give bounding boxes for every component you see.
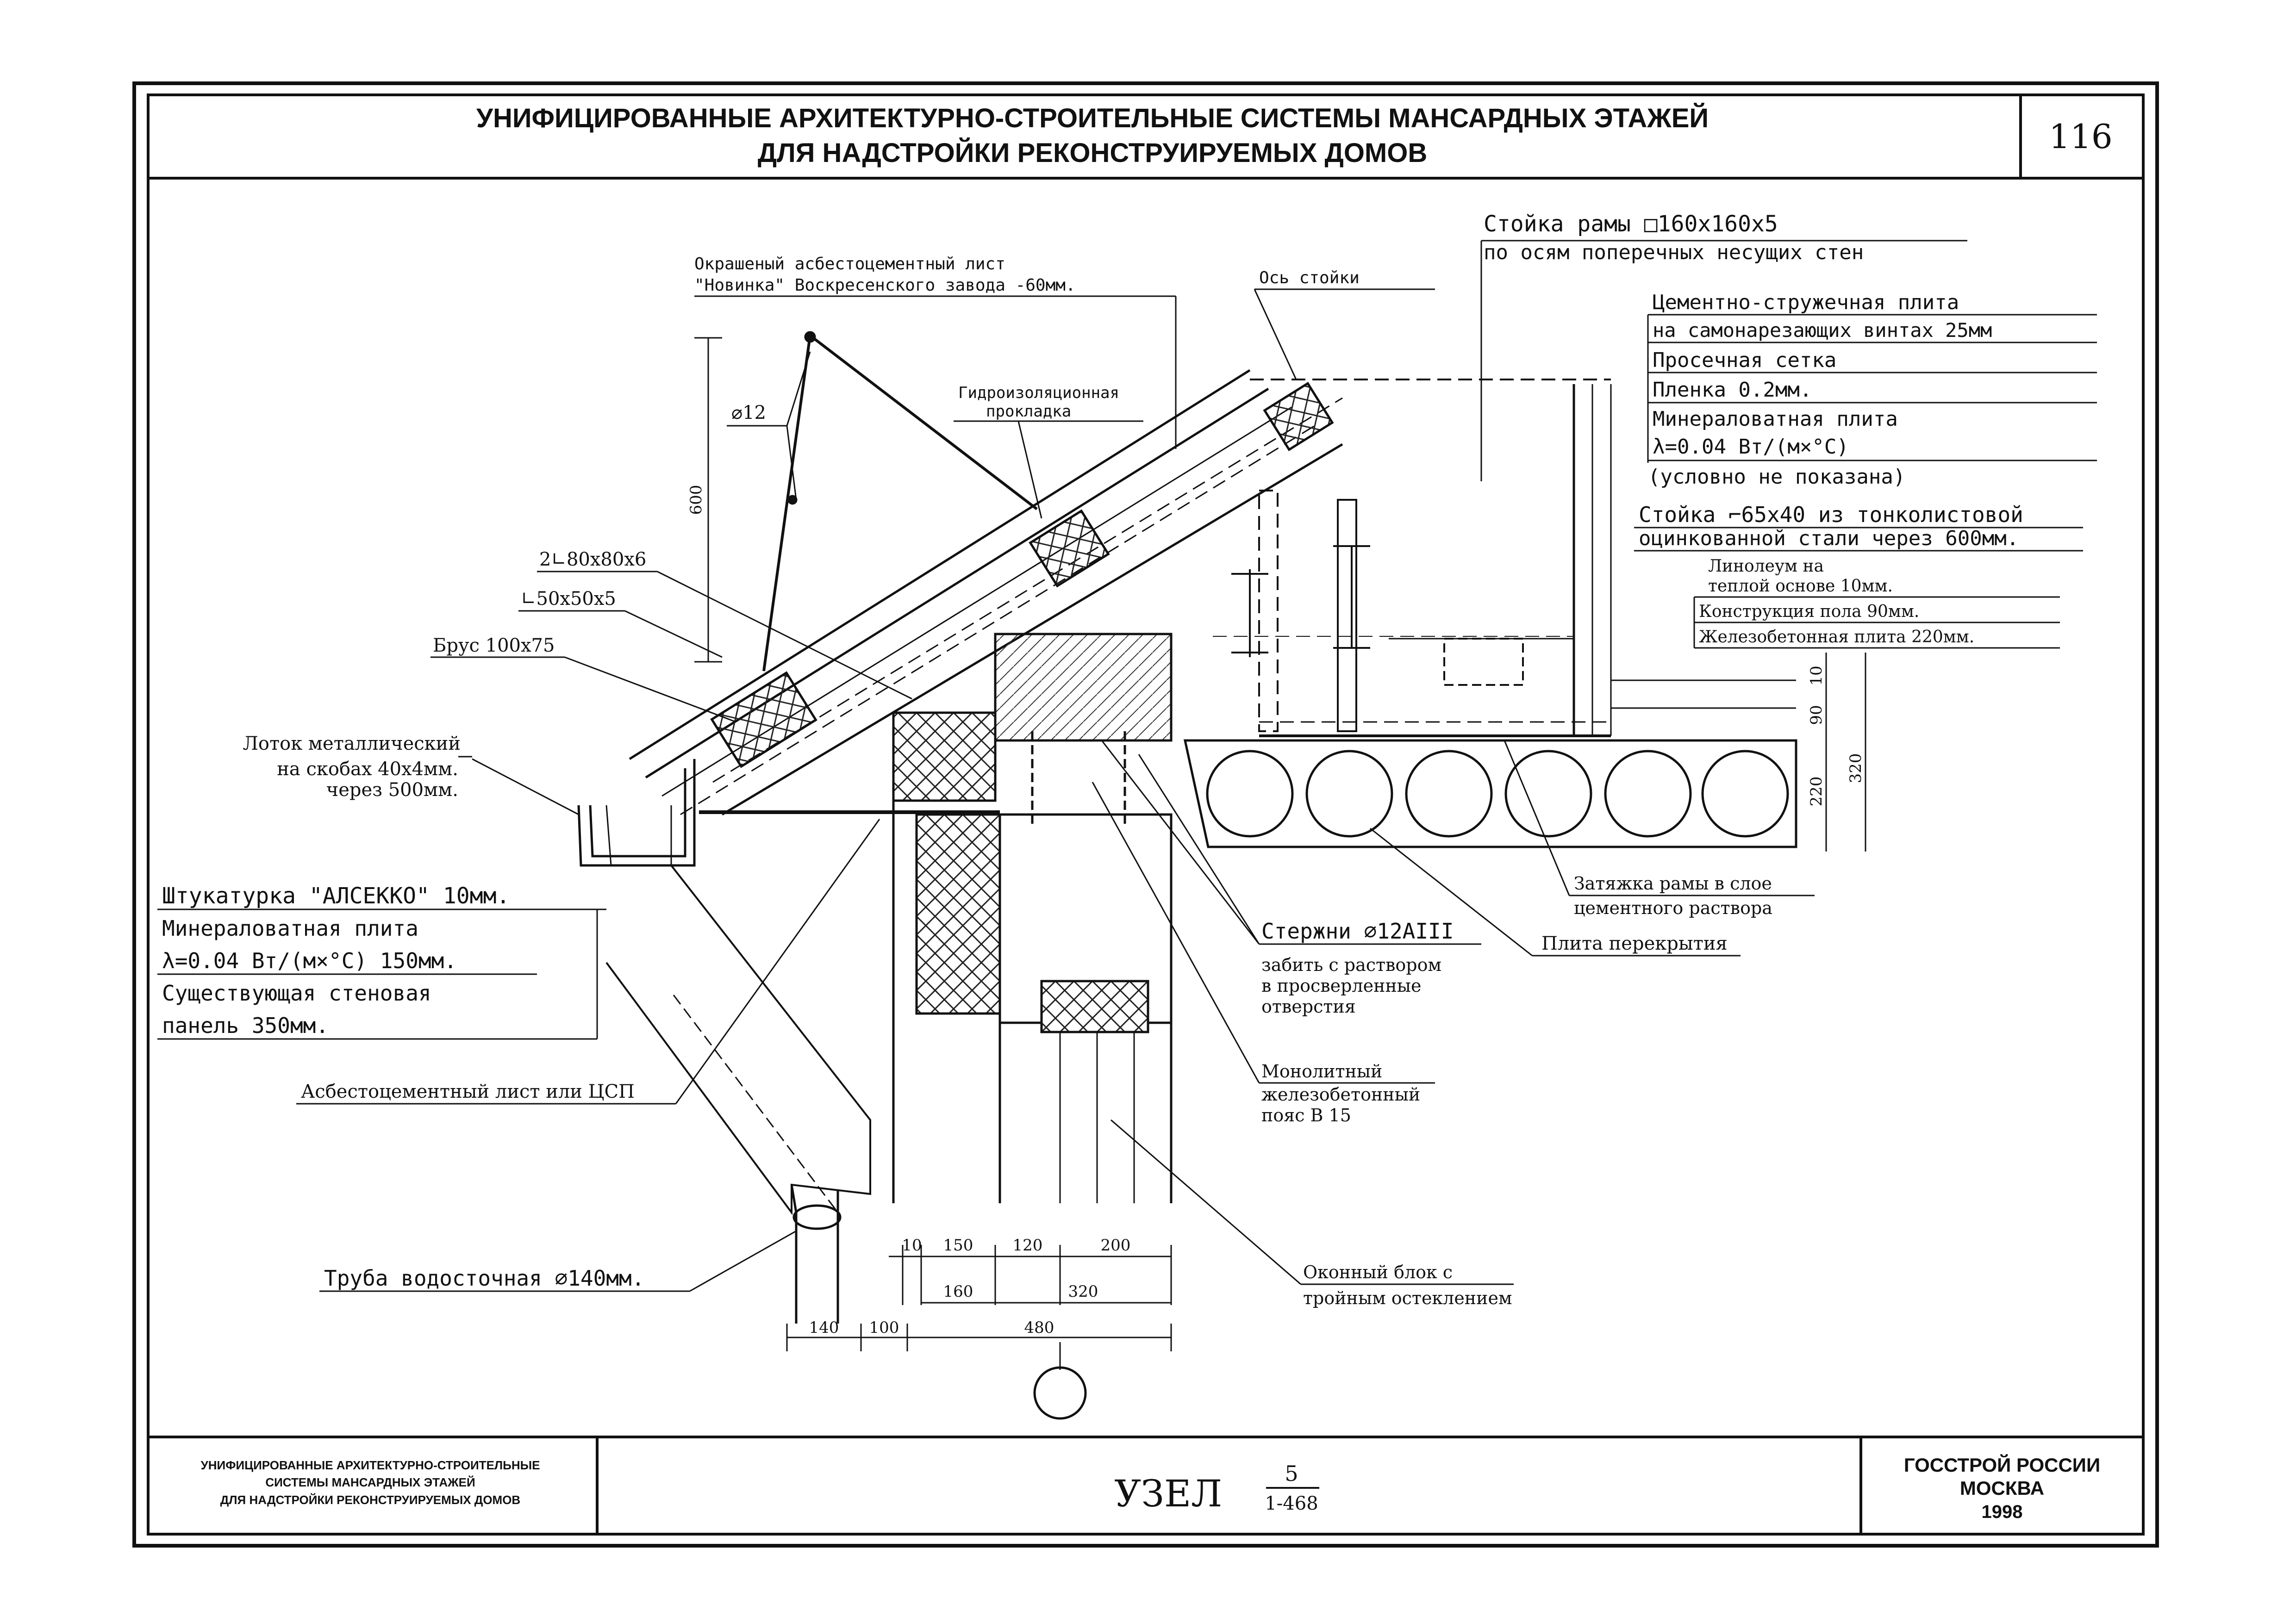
page-number: 116 xyxy=(2049,117,2112,156)
layer-not-shown: (условно не показана) xyxy=(1648,465,1905,489)
frame-post-label-2: по осям поперечных несущих стен xyxy=(1484,241,1864,264)
sheet-desc-1: Окрашеный асбестоцементный лист xyxy=(694,255,1005,274)
rods-label-1: Стержни ⌀12АIII xyxy=(1261,919,1454,944)
waterproof-label-2: прокладка xyxy=(986,402,1071,421)
tie-label-1: Затяжка рамы в слое xyxy=(1574,873,1772,894)
angle-50-label: ∟50х50х5 xyxy=(521,588,616,609)
outer-frame xyxy=(132,81,2159,1548)
dim-200: 200 xyxy=(1101,1236,1131,1255)
tie-label-2: цементного раствора xyxy=(1574,898,1772,918)
window-label-2: тройным остеклением xyxy=(1303,1288,1512,1308)
layer-mineral-wool: Минераловатная плита xyxy=(1653,407,1898,431)
wall-mineral-wool: Минераловатная плита xyxy=(162,916,418,941)
node-label: УЗЕЛ xyxy=(1114,1472,1222,1515)
layer-cement-board: Цементно-стружечная плита xyxy=(1653,291,1959,314)
roof-construction xyxy=(629,331,1343,816)
wall-panel-1: Существующая стеновая xyxy=(162,981,431,1006)
gutter-label-2: на скобах 40х4мм. xyxy=(277,759,458,780)
leader-lines xyxy=(157,240,2097,1292)
stud-label-1: Стойка ⌐65х40 из тонколистовой xyxy=(1639,502,2023,527)
dim-150: 150 xyxy=(943,1236,973,1255)
belt-label-2: железобетонный xyxy=(1261,1084,1420,1105)
diameter-12-label: ⌀12 xyxy=(731,402,766,423)
asbestos-sheet-label: Асбестоцементный лист или ЦСП xyxy=(301,1081,635,1102)
rods-label-3: в просверленные xyxy=(1261,976,1422,996)
titleblock-right-1: ГОССТРОЙ РОССИИ xyxy=(1904,1454,2100,1476)
dim-160: 160 xyxy=(943,1282,973,1301)
floor-dim-220: 220 xyxy=(1807,777,1826,807)
layer-film: Пленка 0.2мм. xyxy=(1653,378,1812,402)
slab-label: Плита перекрытия xyxy=(1541,933,1728,954)
gutter-label-3: через 500мм. xyxy=(326,779,458,801)
header-title-line2: ДЛЯ НАДСТРОЙКИ РЕКОНСТРУИРУЕМЫХ ДОМОВ xyxy=(758,138,1428,168)
titleblock-right-2: МОСКВА xyxy=(1960,1477,2044,1499)
dimension-chains xyxy=(786,1245,1172,1420)
floor-linoleum-2: теплой основе 10мм. xyxy=(1708,577,1893,596)
wall-plaster: Штукатурка "АЛСЕККО" 10мм. xyxy=(162,883,510,909)
rods-label-2: забить с раствором xyxy=(1261,955,1441,975)
header-title-line1: УНИФИЦИРОВАННЫЕ АРХИТЕКТУРНО-СТРОИТЕЛЬНЫ… xyxy=(476,103,1709,133)
axis-post-label: Ось стойки xyxy=(1259,268,1360,287)
angle-80-label: 2∟80х80х6 xyxy=(539,549,646,570)
belt-label-3: пояс В 15 xyxy=(1261,1105,1351,1126)
floor-linoleum-1: Линолеум на xyxy=(1708,557,1824,576)
titleblock-right-3: 1998 xyxy=(1982,1502,2023,1522)
window-label-1: Оконный блок с xyxy=(1303,1262,1453,1282)
gutter-label-1: Лоток металлический xyxy=(243,733,461,754)
wall-section xyxy=(699,633,1173,1203)
dim-100: 100 xyxy=(869,1318,899,1337)
floor-structure: Конструкция пола 90мм. xyxy=(1699,602,1919,621)
stud-label-2: оцинкованной стали через 600мм. xyxy=(1639,527,2019,550)
wall-panel-2: панель 350мм. xyxy=(162,1013,329,1038)
dim-120: 120 xyxy=(1013,1236,1043,1255)
node-reference: 1-468 xyxy=(1265,1493,1318,1514)
node-number: 5 xyxy=(1285,1461,1298,1486)
sheet-desc-2: "Новинка" Воскресенского завода -60мм. xyxy=(694,276,1076,295)
waterproof-label-1: Гидроизоляционная xyxy=(958,384,1119,402)
inner-frame xyxy=(147,93,2145,1536)
hollow-core-slab xyxy=(1183,653,1866,852)
titleblock-left-2: СИСТЕМЫ МАНСАРДНЫХ ЭТАЖЕЙ xyxy=(265,1475,475,1489)
dim-600-label: 600 xyxy=(687,485,705,515)
downpipe-label: Труба водосточная ⌀140мм. xyxy=(324,1266,644,1291)
layer-mesh: Просечная сетка xyxy=(1653,348,1836,372)
beam-label: Брус 100х75 xyxy=(433,635,555,656)
floor-rc-slab: Железобетонная плита 220мм. xyxy=(1699,628,1974,647)
titleblock-left-3: ДЛЯ НАДСТРОЙКИ РЕКОНСТРУИРУЕМЫХ ДОМОВ xyxy=(220,1493,520,1507)
frame-post-label-1: Стойка рамы □160х160х5 xyxy=(1484,211,1778,237)
rods-label-4: отверстия xyxy=(1261,996,1356,1017)
dim-320: 320 xyxy=(1068,1282,1098,1301)
floor-dim-10: 10 xyxy=(1807,665,1826,685)
steel-frame xyxy=(1213,379,1796,737)
gutter-downpipe xyxy=(577,759,871,1324)
floor-dim-320: 320 xyxy=(1847,753,1865,784)
titleblock-left-1: УНИФИЦИРОВАННЫЕ АРХИТЕКТУРНО-СТРОИТЕЛЬНЫ… xyxy=(201,1458,540,1472)
wall-lambda: λ=0.04 Вт/(м×°С) 150мм. xyxy=(162,948,457,973)
dim-140: 140 xyxy=(809,1318,839,1337)
layer-screws: на самонарезающих винтах 25мм xyxy=(1653,319,1992,342)
floor-dim-90: 90 xyxy=(1807,705,1826,725)
dim-480: 480 xyxy=(1024,1318,1054,1337)
belt-label-1: Монолитный xyxy=(1261,1061,1382,1082)
dim-10: 10 xyxy=(902,1236,922,1255)
layer-lambda: λ=0.04 Вт/(м×°С) xyxy=(1653,435,1849,459)
